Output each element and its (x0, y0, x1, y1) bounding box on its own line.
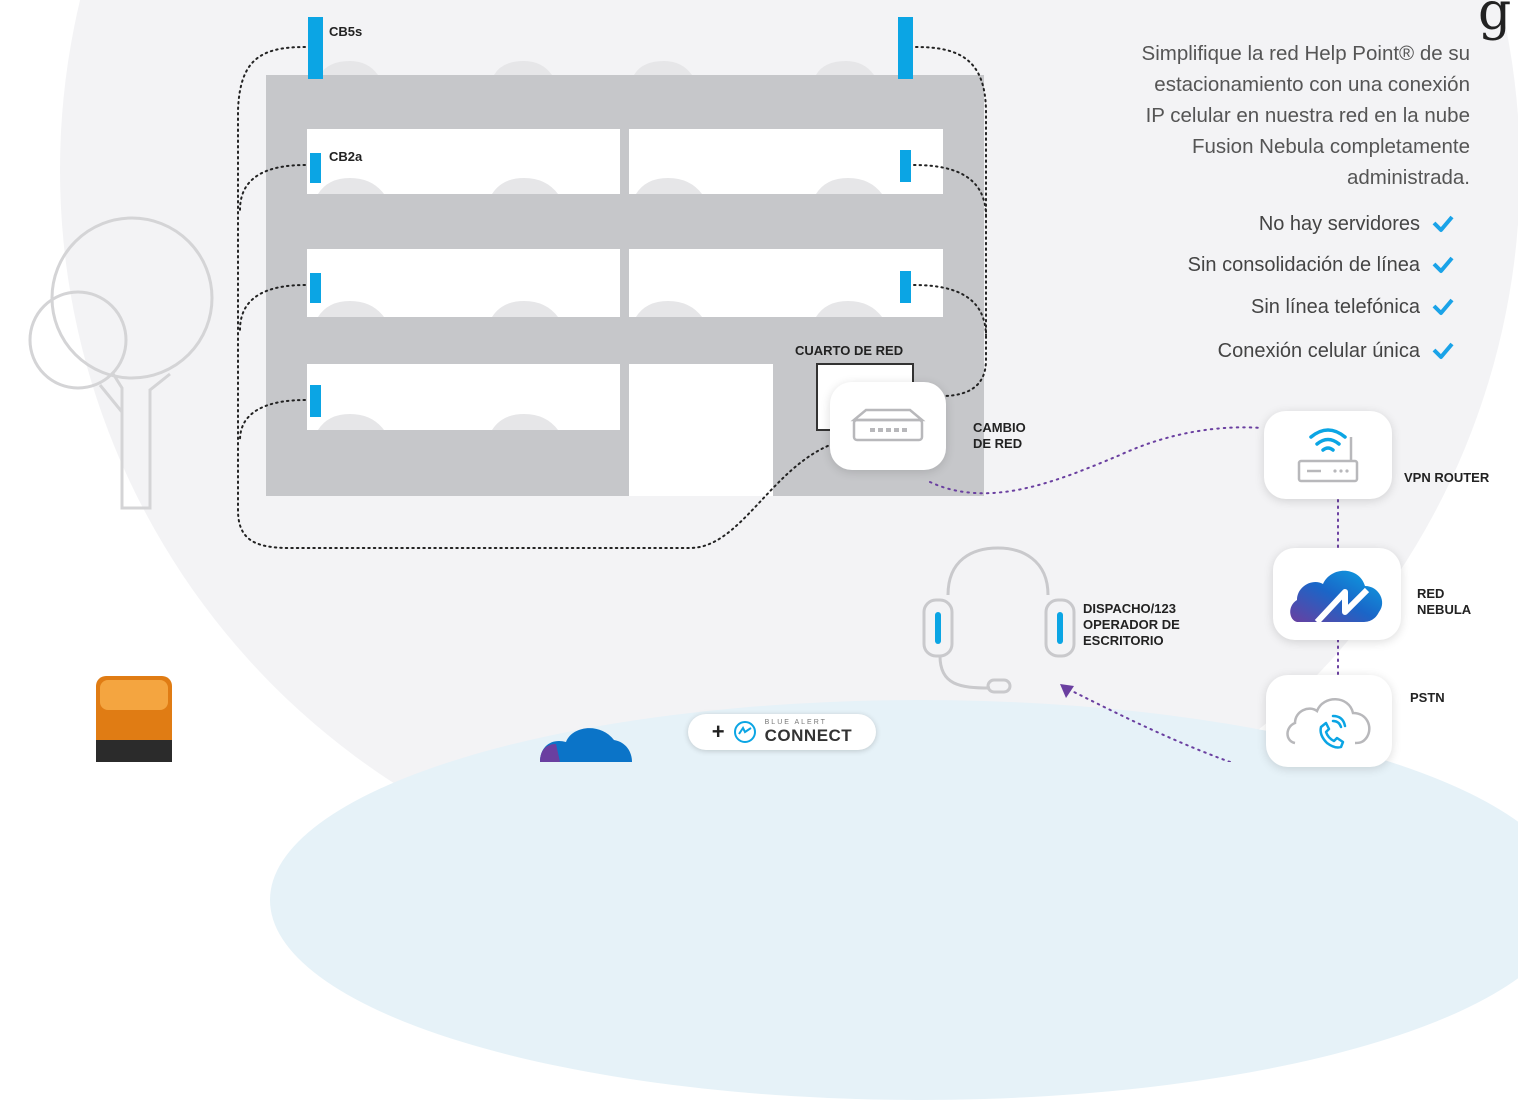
feature-label: No hay servidores (1258, 212, 1420, 235)
arrow-head (1060, 684, 1074, 698)
feature-label: Sin consolidación de línea (1187, 253, 1420, 276)
check-icon (1432, 342, 1454, 359)
vpn-router-label: VPN ROUTER (1404, 470, 1490, 485)
nebula-cloud-icon (1290, 570, 1383, 625)
car-silhouettes (318, 61, 882, 430)
plus-sign: + (711, 719, 725, 744)
intro-text: Simplifique la red Help Point® de su est… (1020, 38, 1470, 193)
vpn-router-node (1264, 411, 1392, 499)
brand-logo-glyph: g (1478, 0, 1512, 42)
dispatch-label: DISPACHO/123 OPERADOR DE ESCRITORIO (1083, 601, 1180, 649)
intro-line: administrada. (1346, 166, 1470, 189)
pstn-label: PSTN (1410, 690, 1445, 705)
headset-icon (922, 546, 1076, 694)
wifi-router-icon (1297, 428, 1359, 483)
feature-item: Sin consolidación de línea (1188, 250, 1454, 280)
label-cb2a: CB2a (329, 149, 363, 164)
network-connections (929, 426, 1339, 762)
cloud-partial-icon (540, 728, 632, 762)
switch-label: CAMBIO DE RED (973, 420, 1026, 452)
help-point-devices (308, 17, 913, 417)
dispatch-label-line: DISPACHO/123 (1083, 601, 1176, 616)
switch-icon (850, 408, 926, 442)
label-network-room: CUARTO DE RED (795, 343, 904, 358)
nebula-node (1273, 548, 1401, 640)
switch-label-line: CAMBIO (973, 420, 1026, 435)
nebula-label-line: NEBULA (1417, 602, 1472, 617)
intro-line: IP celular en nuestra red en la nube (1145, 104, 1470, 127)
intro-line: Simplifique la red Help Point® de su (1141, 42, 1470, 65)
blue-alert-connect-badge: + BLUE ALERT CONNECT (688, 714, 876, 750)
switch-node (830, 382, 946, 470)
check-icon (1432, 215, 1454, 232)
nebula-label: RED NEBULA (1417, 586, 1471, 618)
feature-label: Conexión celular única (1217, 339, 1420, 362)
feature-label: Sin línea telefónica (1250, 295, 1420, 318)
connect-small-text: BLUE ALERT (764, 718, 827, 726)
dotted-wiring (237, 46, 987, 549)
nebula-label-line: RED (1417, 586, 1445, 601)
beacon-light-icon (96, 676, 172, 762)
dispatch-label-line: OPERADOR DE (1083, 617, 1180, 632)
feature-item: Conexión celular única (1218, 336, 1454, 366)
tree-icon (28, 216, 214, 510)
check-icon (1432, 256, 1454, 273)
feature-item: Sin línea telefónica (1251, 292, 1454, 322)
dispatch-label-line: ESCRITORIO (1083, 633, 1164, 648)
switch-label-line: DE RED (973, 436, 1023, 451)
connect-wordmark: BLUE ALERT CONNECT (765, 719, 853, 746)
feature-item: No hay servidores (1259, 209, 1454, 239)
check-icon (1432, 298, 1454, 315)
label-cb5s: CB5s (329, 24, 363, 39)
intro-line: Fusion Nebula completamente (1191, 135, 1470, 158)
connect-big-text: CONNECT (764, 725, 853, 745)
intro-line: estacionamiento con una conexión (1154, 73, 1470, 96)
blue-alert-logo-icon (733, 721, 756, 743)
pstn-cloud-phone-icon (1286, 698, 1371, 749)
pstn-node (1266, 675, 1392, 767)
